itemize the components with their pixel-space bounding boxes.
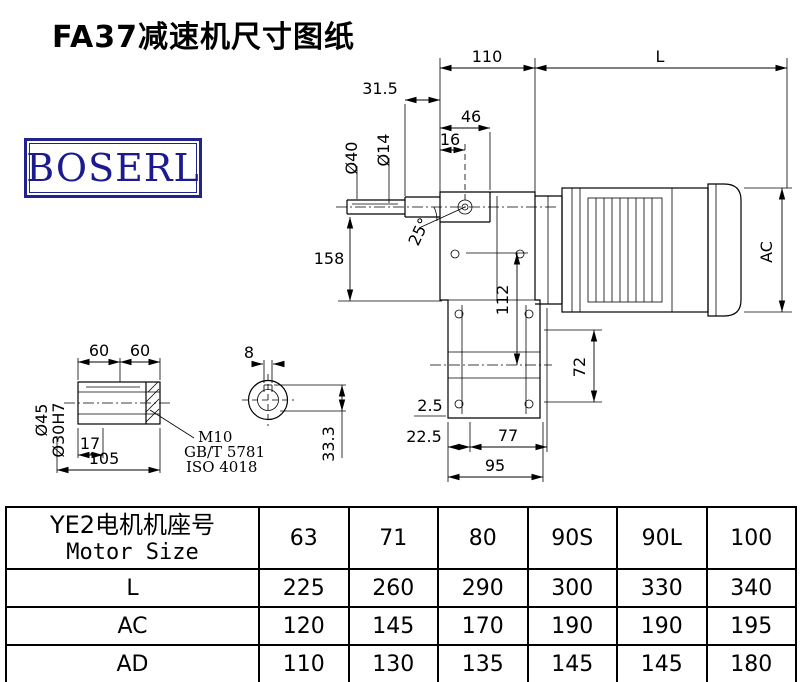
dim-AC: AC [757, 241, 776, 263]
shaft-detail-view: 60 60 Ø45 Ø30H7 17 105 M10 GB/T 5781 ISO… [32, 341, 265, 476]
motor-size-header-cell: YE2电机机座号 Motor Size [5, 506, 260, 570]
table-header-row: YE2电机机座号 Motor Size 63 71 80 90S 90L 100 [5, 506, 797, 570]
dim-dia40: Ø40 [342, 142, 361, 175]
table-cell: 290 [437, 568, 529, 608]
dim-17: 17 [80, 434, 100, 453]
table-cell: 190 [526, 606, 618, 646]
dim-33-3: 33.3 [319, 426, 338, 462]
dim-110: 110 [472, 47, 503, 66]
table-cell: 110 [258, 644, 350, 682]
col-header-71: 71 [347, 506, 439, 570]
gearbox-outline [418, 191, 552, 419]
dim-112: 112 [493, 285, 512, 316]
motor-size-table: YE2电机机座号 Motor Size 63 71 80 90S 90L 100… [5, 506, 797, 682]
table-cell: 120 [258, 606, 350, 646]
table-cell: 170 [437, 606, 529, 646]
table-cell: 300 [526, 568, 618, 608]
dim-105: 105 [89, 449, 120, 468]
table-row-AD: AD 110 130 135 145 145 180 [5, 644, 797, 682]
dim-22-5: 22.5 [406, 427, 442, 446]
table-cell: 260 [347, 568, 439, 608]
dim-60-a: 60 [89, 341, 109, 360]
table-row-L: L 225 260 290 300 330 340 [5, 568, 797, 608]
dim-60-b: 60 [130, 341, 150, 360]
table-cell: 180 [705, 644, 797, 682]
dim-16: 16 [440, 130, 460, 149]
technical-drawing: 110 L 31.5 46 16 Ø40 Ø14 25° 158 112 AC … [32, 47, 792, 482]
motor-outline [535, 183, 742, 317]
dim-77: 77 [498, 426, 518, 445]
table-cell: 330 [616, 568, 708, 608]
table-cell: 145 [616, 644, 708, 682]
dim-31-5: 31.5 [362, 79, 398, 98]
dim-dia14: Ø14 [374, 134, 393, 167]
row-label-L: L [5, 568, 260, 608]
dim-dia30H7: Ø30H7 [49, 402, 68, 457]
col-header-100: 100 [705, 506, 797, 570]
dim-8: 8 [244, 343, 254, 362]
motor-size-label-en: Motor Size [66, 539, 199, 565]
logo-text: BOSERL [26, 146, 200, 190]
boserl-logo: BOSERL [24, 138, 202, 198]
label-m10: M10 [198, 428, 232, 446]
table-cell: 135 [437, 644, 529, 682]
row-label-AC: AC [5, 606, 260, 646]
table-cell: 145 [347, 606, 439, 646]
dim-95: 95 [485, 456, 505, 475]
label-gbt: GB/T 5781 [184, 443, 265, 461]
shaft-section-view: 8 33.3 [242, 343, 346, 462]
row-label-AD: AD [5, 644, 260, 682]
table-cell: 225 [258, 568, 350, 608]
dim-2-5: 2.5 [417, 396, 442, 415]
label-iso: ISO 4018 [186, 458, 257, 476]
dim-46: 46 [461, 107, 481, 126]
dim-25deg: 25° [404, 215, 433, 249]
dim-L: L [656, 47, 665, 66]
col-header-63: 63 [258, 506, 350, 570]
table-cell: 145 [526, 644, 618, 682]
dim-158: 158 [314, 249, 345, 268]
table-cell: 190 [616, 606, 708, 646]
dim-dia45: Ø45 [32, 404, 51, 437]
col-header-80: 80 [437, 506, 529, 570]
col-header-90L: 90L [616, 506, 708, 570]
input-shaft [336, 196, 556, 218]
table-cell: 340 [705, 568, 797, 608]
motor-size-label-zh: YE2电机机座号 [49, 510, 216, 539]
table-cell: 195 [705, 606, 797, 646]
dimension-lines-main: 110 L 31.5 46 16 Ø40 Ø14 25° 158 112 AC … [314, 47, 792, 482]
dim-72: 72 [570, 357, 589, 377]
col-header-90S: 90S [526, 506, 618, 570]
table-cell: 130 [347, 644, 439, 682]
table-row-AC: AC 120 145 170 190 190 195 [5, 606, 797, 646]
page-title: FA37减速机尺寸图纸 [52, 20, 356, 55]
